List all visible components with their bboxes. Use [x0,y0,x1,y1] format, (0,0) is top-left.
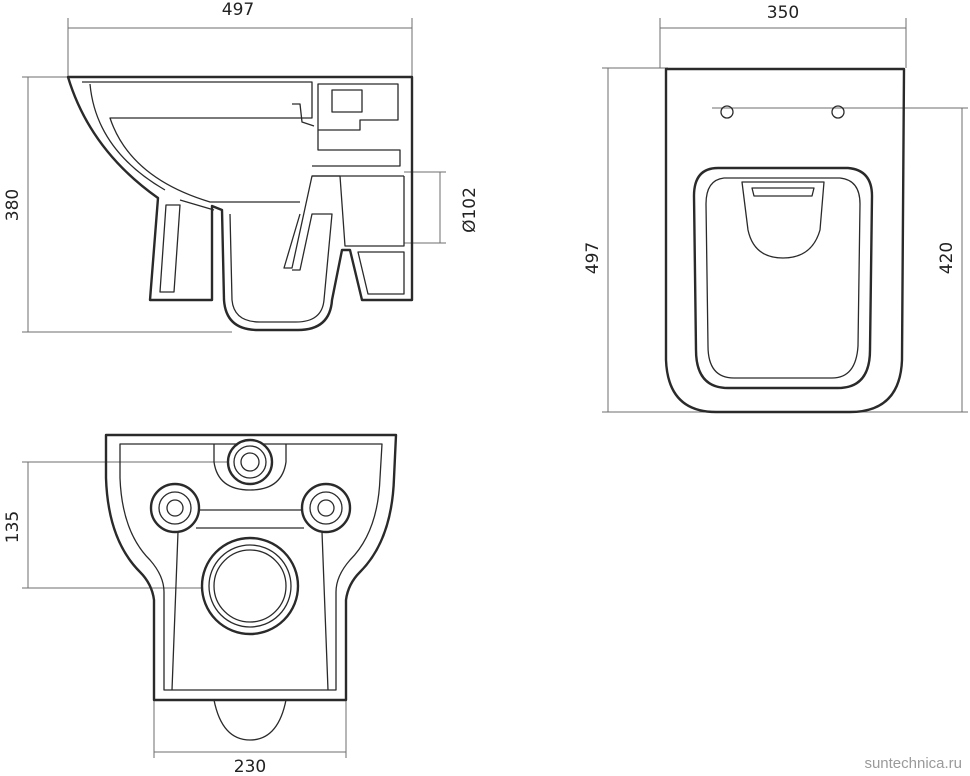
left-mount-hole-inner [166,499,184,517]
top-view: 350 497 420 [583,3,968,414]
side-rear-foot [357,251,405,295]
back-view: 135 230 [3,433,398,776]
outlet-pipe-outer [200,536,300,636]
side-rear-outlet [312,175,405,247]
seat-outer-outline [692,166,874,390]
side-trap-channel [283,175,404,269]
top-outer-outline [664,67,906,414]
side-bowl-rim [89,83,166,191]
seat-inner-outline [705,177,861,379]
back-width-label: 230 [234,757,266,776]
outlet-diameter-label: Ø102 [460,187,480,233]
water-inlet-ring [233,445,267,479]
top-width-label: 350 [767,3,799,23]
top-length-label: 497 [583,242,603,274]
outlet-pipe-inner [213,549,287,623]
right-mount-hole-ring [309,491,343,525]
right-seat-hinge-hole [831,105,845,119]
top-width-dimension [659,18,907,68]
water-inlet-inner [240,452,260,472]
bowl-opening [741,181,825,259]
back-width-dimension [153,700,347,758]
left-mount-hole-outer [149,482,201,534]
outlet-pipe-ring [208,544,292,628]
bowl-opening-inner [751,187,815,197]
back-bottom-dome [213,699,287,741]
side-bowl-inner [82,81,313,203]
side-height-label: 380 [3,189,23,221]
side-width-label: 497 [222,0,254,20]
side-flush-connector [331,89,363,113]
side-front-foot [159,204,181,293]
side-flush-inlet [317,83,399,131]
side-flush-pipe [312,130,401,167]
back-inlet-recess [213,444,287,491]
seat-length-label: 420 [937,242,957,274]
side-width-dimension [67,18,413,78]
outlet-diameter-dimension [404,171,446,244]
left-seat-hinge-hole [720,105,734,119]
watermark: suntechnica.ru [864,755,962,772]
side-flush-nozzle [292,103,315,127]
side-front-wall [179,199,215,211]
seat-length-dimension [712,107,968,413]
back-inner-outline [119,443,383,691]
mount-spacing-label: 135 [3,511,23,543]
left-mount-hole-ring [158,491,192,525]
side-body-outline [66,75,414,332]
right-mount-hole-outer [300,482,352,534]
mount-bracket-line [171,509,329,691]
side-view: 497 380 Ø102 [3,0,480,333]
right-mount-hole-inner [317,499,335,517]
mount-spacing-dimension [22,461,238,589]
side-height-dimension [22,76,232,333]
side-trap [229,213,333,323]
back-outer-outline [104,433,398,702]
